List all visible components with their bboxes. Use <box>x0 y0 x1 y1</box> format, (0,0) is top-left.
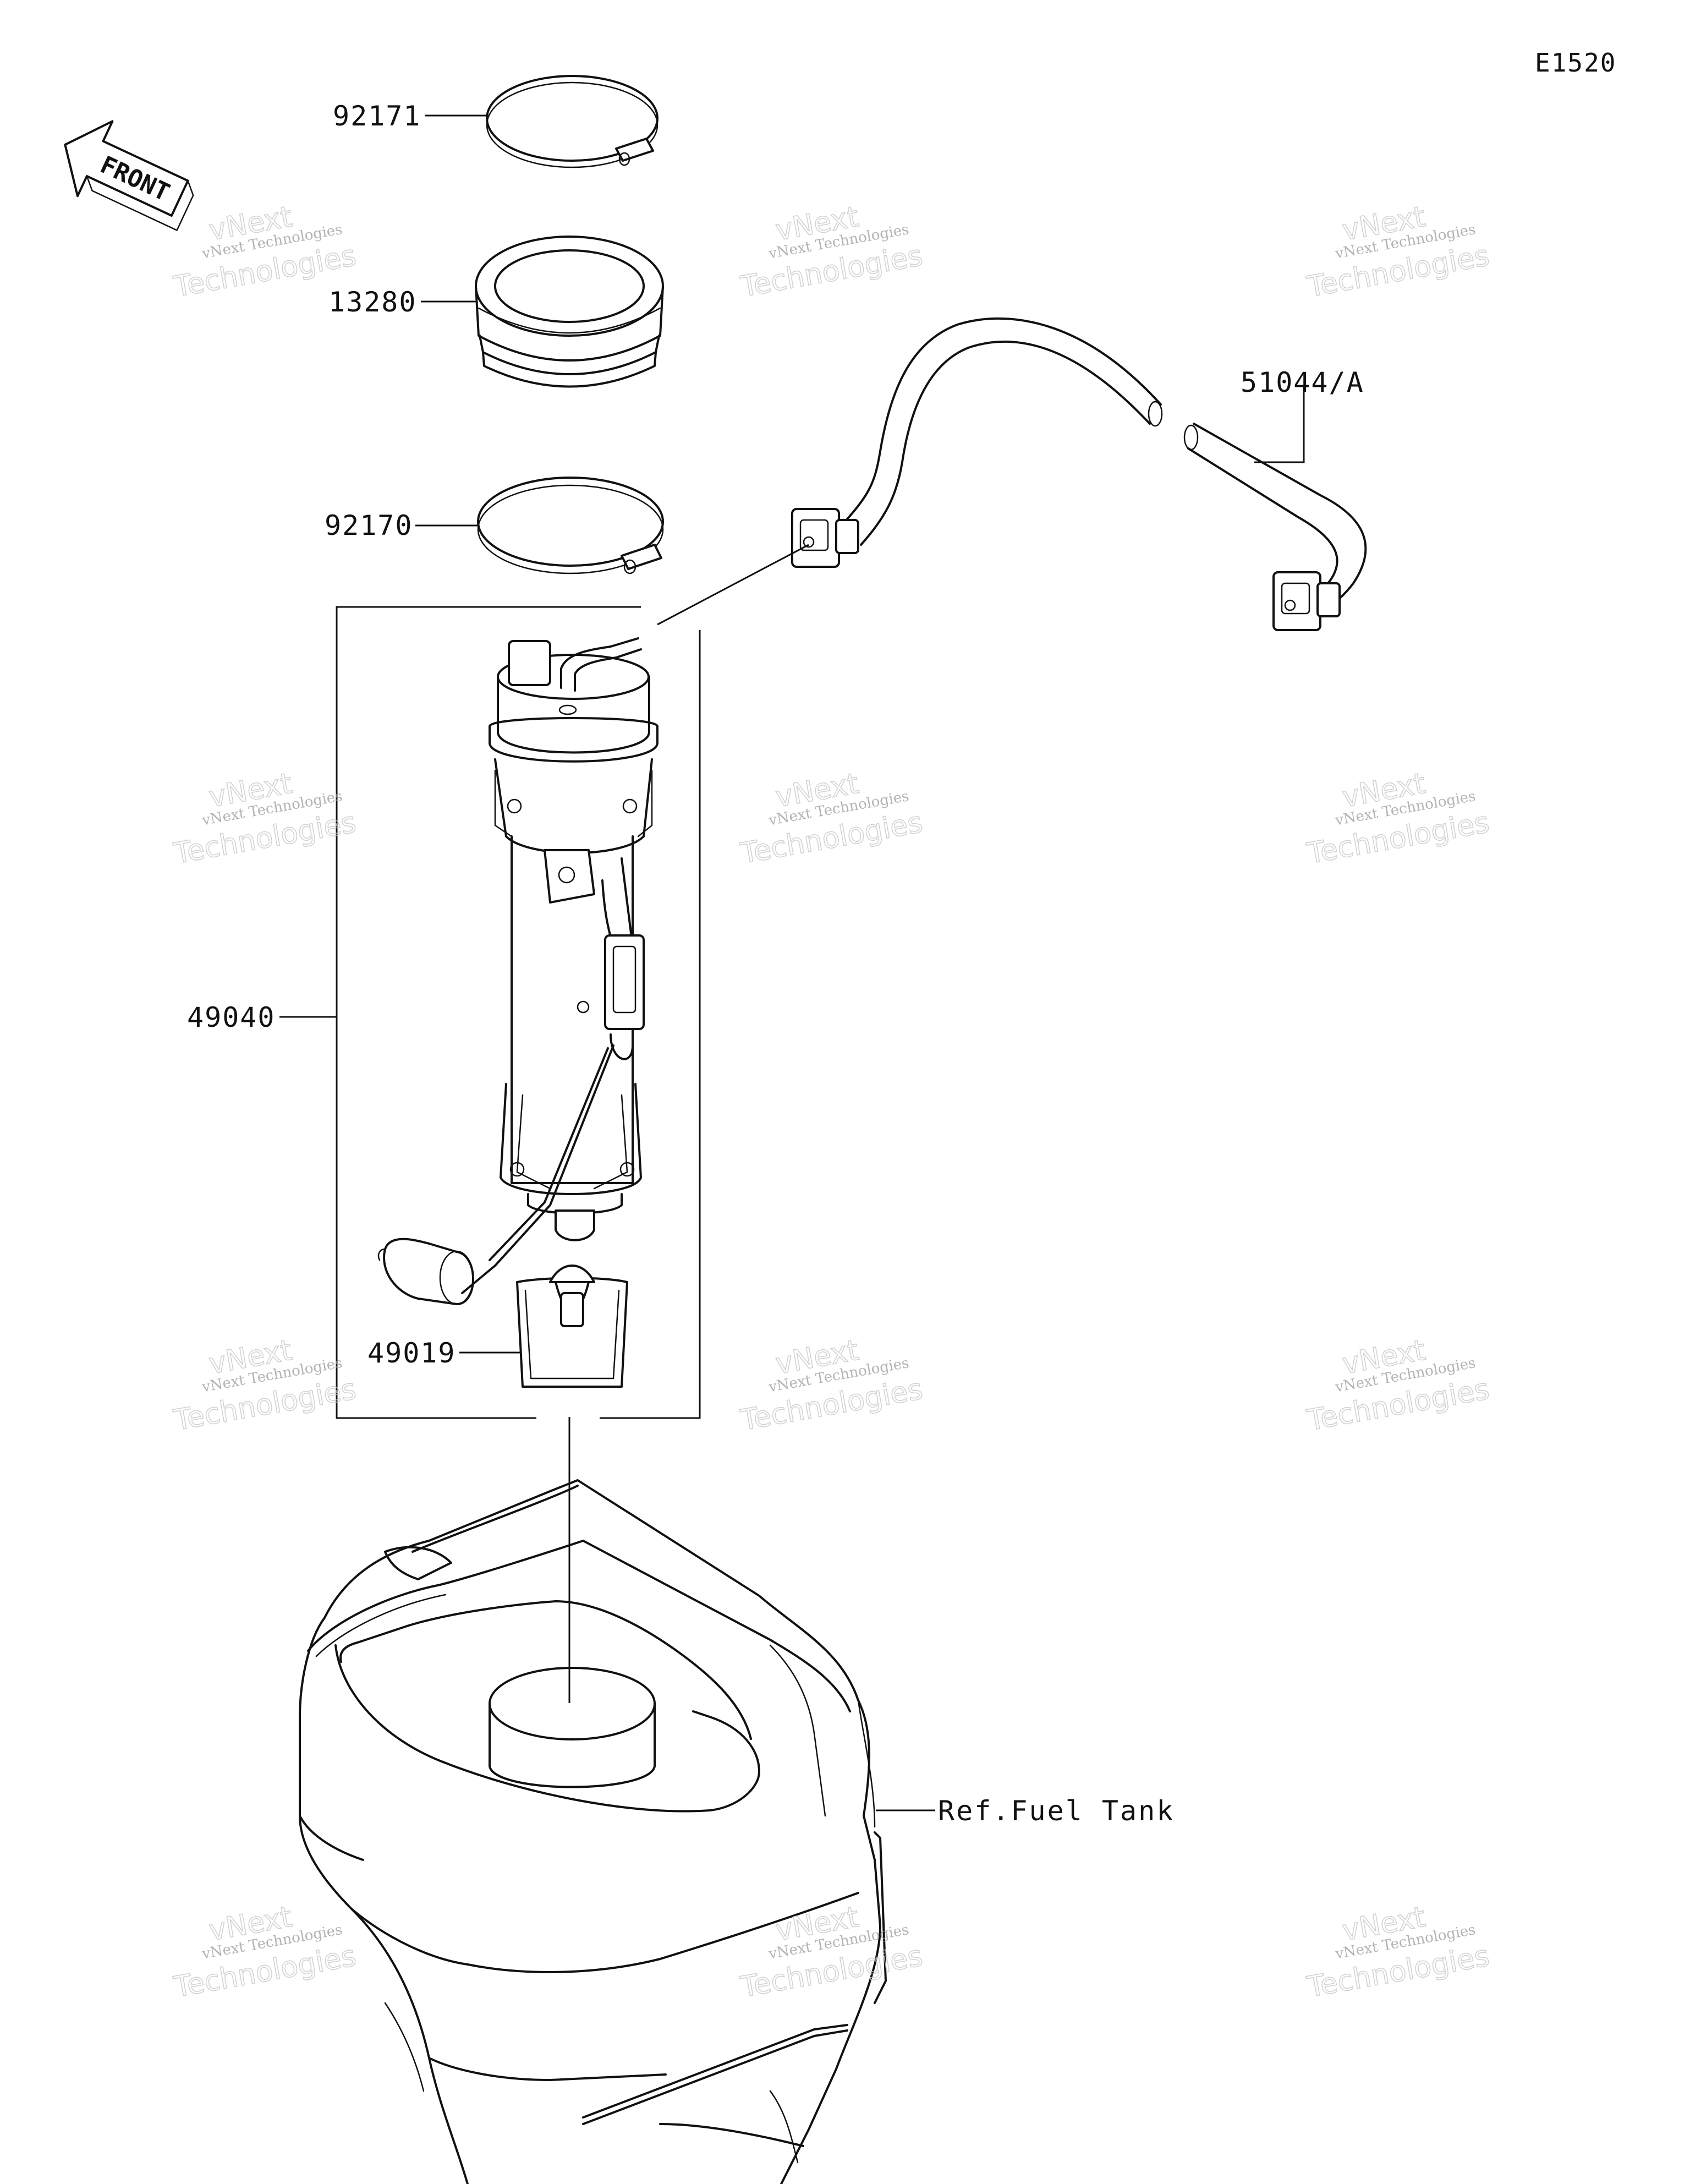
watermark: vNext vNext Technologies Technologies <box>171 1900 359 2005</box>
part-label-13280: 13280 <box>328 286 417 318</box>
watermark: vNext vNext Technologies Technologies <box>737 1333 925 1438</box>
fuel-tank-icon <box>299 1479 935 2184</box>
clamp-92170-icon <box>415 477 664 574</box>
part-label-49019: 49019 <box>367 1337 456 1369</box>
part-label-49040: 49040 <box>187 1001 276 1033</box>
diagram-code: E1520 <box>1535 48 1616 78</box>
watermark: vNext vNext Technologies Technologies <box>1304 767 1492 871</box>
watermark: vNext vNext Technologies Technologies <box>1304 1333 1492 1438</box>
part-label-51044a: 51044/A <box>1241 366 1364 398</box>
front-arrow-icon: FRONT <box>64 120 194 231</box>
watermark: vNext vNext Technologies Technologies <box>171 767 359 871</box>
bracket-49040-right <box>600 630 701 1419</box>
fuel-hose-51044a-icon <box>791 317 1367 631</box>
part-label-92170: 92170 <box>325 510 413 541</box>
watermark: vNext vNext Technologies Technologies <box>737 1900 925 2005</box>
watermark: vNext vNext Technologies Technologies <box>1304 1900 1492 2005</box>
leader-pump-to-hose <box>657 544 809 626</box>
watermark: vNext vNext Technologies Technologies <box>1304 200 1492 304</box>
fuel-filter-49019-icon <box>459 1265 628 1388</box>
fuel-pump-49040-icon <box>377 637 659 1305</box>
grommet-13280-icon <box>421 236 664 388</box>
clamp-92171-icon <box>425 75 659 168</box>
bracket-49040 <box>336 606 641 1419</box>
reference-label: Ref.Fuel Tank <box>938 1795 1175 1827</box>
watermark: vNext vNext Technologies Technologies <box>737 200 925 304</box>
part-label-92171: 92171 <box>333 100 421 132</box>
watermark: vNext vNext Technologies Technologies <box>737 767 925 871</box>
watermark: vNext vNext Technologies Technologies <box>171 1333 359 1438</box>
